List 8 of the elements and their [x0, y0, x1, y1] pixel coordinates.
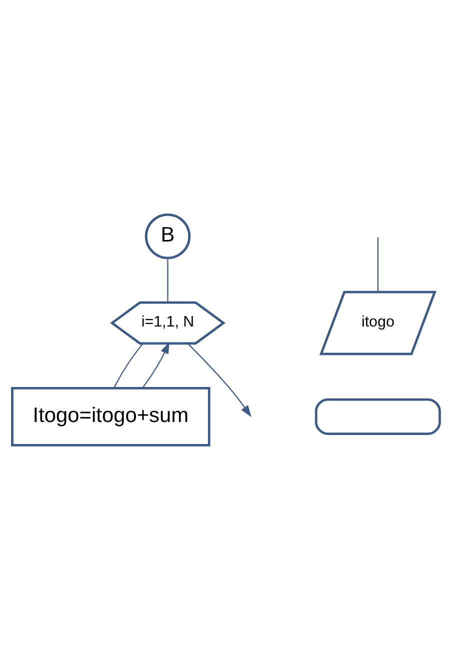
node-box — [314, 398, 441, 434]
node-box: Itogo=itogo+sum — [11, 386, 210, 446]
connector — [114, 342, 144, 388]
arrow — [142, 341, 170, 388]
connector — [167, 258, 168, 302]
arrow — [187, 342, 252, 417]
node-circle: B — [144, 212, 191, 259]
connector — [377, 236, 378, 292]
